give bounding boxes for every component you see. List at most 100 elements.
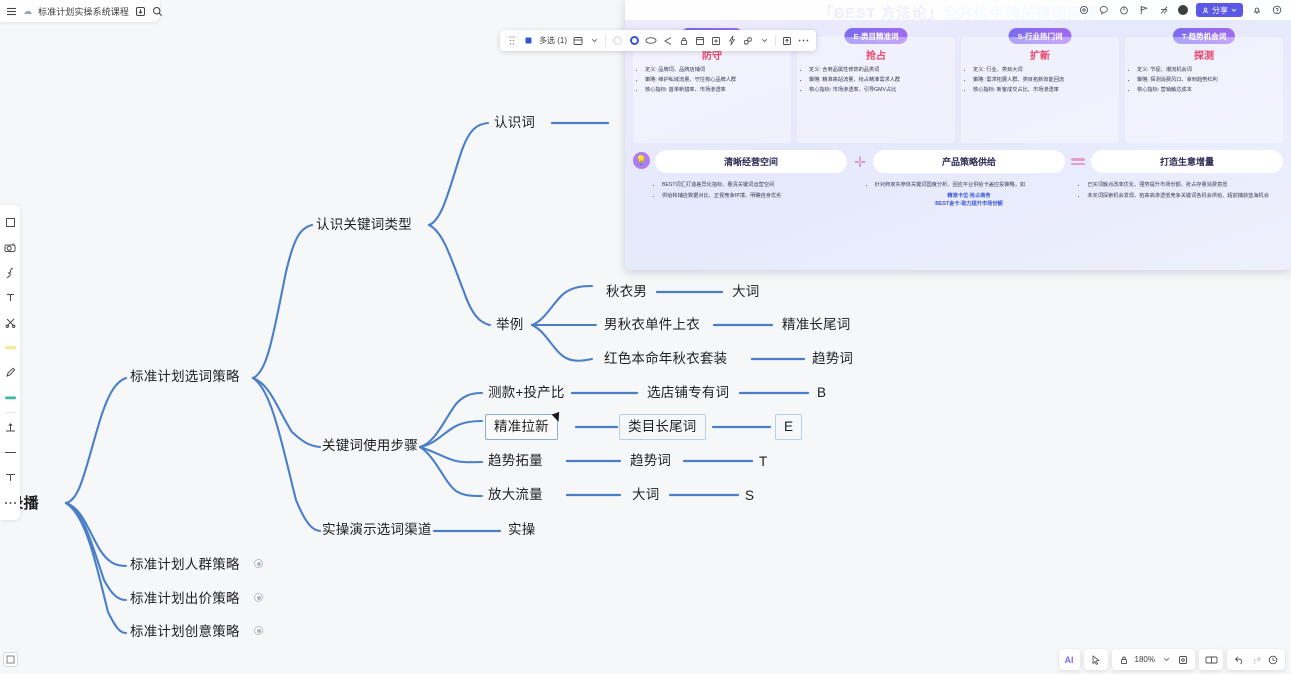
layout-icon[interactable] xyxy=(571,33,585,48)
frame-icon[interactable] xyxy=(693,33,707,48)
node-level5-big-word[interactable]: 大词 xyxy=(732,284,760,299)
multi-select-label[interactable]: 多选 (1) xyxy=(539,36,567,45)
comment-icon[interactable] xyxy=(1097,4,1110,17)
column-pill-2: S-行业热门词 xyxy=(1008,28,1072,44)
timer-icon[interactable] xyxy=(1117,4,1130,17)
shape-rect-icon[interactable] xyxy=(1,210,19,235)
bell-icon[interactable] xyxy=(1250,4,1263,17)
scissors-icon[interactable] xyxy=(1,310,19,335)
zoom-group: 180% xyxy=(1111,649,1195,670)
eraser-icon[interactable] xyxy=(1,385,19,410)
select-icon[interactable] xyxy=(521,33,535,48)
connector-icon[interactable] xyxy=(661,33,675,48)
column-bullets-1: 定义: 含商品属性修饰的品类词 策略: 精准高站流量、抢占精准需求人群 核心指标… xyxy=(802,66,950,94)
ruler-icon[interactable] xyxy=(1,465,19,490)
bullet: 核心指标: 新客成交占比、市场渗透率 xyxy=(973,86,1114,94)
node-level5-T[interactable]: T xyxy=(759,454,768,469)
node-level4-red-set[interactable]: 红色本命年秋衣套装 xyxy=(604,351,728,366)
hamburger-icon[interactable] xyxy=(6,4,17,19)
bottom-block-2: 已买词触点改率优化、强势提升市场份额、抢占存量消费意愿 未买词探索机会发现、拓高… xyxy=(1080,181,1283,208)
node-level1-2[interactable]: 标准计划出价策略 xyxy=(130,591,240,606)
chevron-down-icon[interactable] xyxy=(1159,652,1173,667)
node-level2-1[interactable]: 关键词使用步骤 xyxy=(322,438,418,453)
undo-icon[interactable] xyxy=(1232,652,1246,667)
node-level1-1[interactable]: 标准计划人群策略 xyxy=(130,557,240,572)
collapse-toggle-1[interactable] xyxy=(254,559,263,568)
node-level3-example[interactable]: 举例 xyxy=(496,317,524,332)
text-icon[interactable] xyxy=(1,285,19,310)
more-icon[interactable] xyxy=(1,490,19,515)
node-level2-2[interactable]: 实操演示选词渠道 xyxy=(322,522,432,537)
column-title-1: 抢占 xyxy=(866,51,886,62)
download-icon[interactable] xyxy=(135,4,146,19)
target-icon[interactable] xyxy=(1077,4,1090,17)
lightning-icon[interactable] xyxy=(725,33,739,48)
node-level1-3[interactable]: 标准计划创意策略 xyxy=(130,624,240,639)
toolbar-divider-2 xyxy=(775,35,776,46)
node-level5-trend-word[interactable]: 趋势词 xyxy=(812,351,854,366)
node-level4-trend-word[interactable]: 趋势词 xyxy=(630,453,672,468)
highlighter-icon[interactable] xyxy=(1,335,19,360)
node-level5-S[interactable]: S xyxy=(745,488,755,503)
node-level3-trend-expand[interactable]: 趋势拓量 xyxy=(488,453,543,468)
chevron-down-icon-2[interactable] xyxy=(757,33,771,48)
node-level5-E[interactable]: E xyxy=(775,414,803,440)
node-level4-big-word[interactable]: 大词 xyxy=(632,487,660,502)
node-level4-mens-shirt[interactable]: 男秋衣单件上衣 xyxy=(604,317,700,332)
color-circle-icon[interactable] xyxy=(610,33,625,48)
node-level4-qiuyinan[interactable]: 秋衣男 xyxy=(606,284,648,299)
lock-icon[interactable] xyxy=(677,33,691,48)
search-icon[interactable] xyxy=(152,4,163,19)
node-level1-0[interactable]: 标准计划选词策略 xyxy=(130,369,240,384)
frame-icon[interactable] xyxy=(3,652,18,667)
node-level2-0[interactable]: 认识关键词类型 xyxy=(316,217,412,232)
node-level4-category-longtail[interactable]: 类目长尾词 xyxy=(619,414,706,440)
curve-line-icon[interactable] xyxy=(1,260,19,285)
collapse-toggle-3[interactable] xyxy=(254,626,263,635)
drag-handle-icon[interactable] xyxy=(505,33,519,48)
bullet: 定义: 节促、潮流机会词 xyxy=(1137,66,1278,74)
help-icon[interactable] xyxy=(1270,4,1283,17)
node-level3-precise-acquire[interactable]: 精准拉新 xyxy=(485,414,558,440)
export-icon[interactable] xyxy=(780,33,794,48)
add-frame-icon[interactable] xyxy=(709,33,723,48)
camera-icon[interactable] xyxy=(1,235,19,260)
column-pill-3: T-趋势机会词 xyxy=(1172,28,1236,44)
node-level3-amplify-traffic[interactable]: 放大流量 xyxy=(488,487,543,502)
document-title[interactable]: 标准计划实操系统课程 xyxy=(38,6,130,17)
share-button[interactable]: 分享 xyxy=(1196,3,1243,17)
flag-icon[interactable] xyxy=(1137,4,1150,17)
line-icon[interactable] xyxy=(1,440,19,465)
bottom-link-0: 精准卡位·抢占商务 xyxy=(947,192,991,199)
presentation-icon[interactable] xyxy=(1204,652,1218,667)
bottom-block-0: BEST词汇打造差异化指标、看清关键词运营空间 供给和铺店数据对比、正视竞争环境… xyxy=(655,181,858,208)
node-level3-recognize[interactable]: 认识词 xyxy=(494,115,536,130)
cursor-icon[interactable] xyxy=(1089,652,1103,667)
bullet: 策略: 探测消费风口、拿到趋势红利 xyxy=(1137,76,1278,84)
node-level5-precise-longtail[interactable]: 精准长尾词 xyxy=(782,317,851,332)
pen-icon[interactable] xyxy=(1,360,19,385)
align-icon[interactable] xyxy=(1,415,19,440)
fit-screen-icon[interactable] xyxy=(1176,652,1190,667)
lock-icon[interactable] xyxy=(1117,652,1131,667)
avatar[interactable] xyxy=(1177,4,1189,16)
column-title-2: 扩新 xyxy=(1030,51,1050,62)
node-level3-test-roi[interactable]: 测款+投产比 xyxy=(488,385,565,400)
collapse-toggle-2[interactable] xyxy=(254,593,263,602)
branch-icon[interactable] xyxy=(1157,4,1170,17)
ai-assistant-button[interactable]: AI xyxy=(1058,649,1080,670)
fill-color-icon[interactable] xyxy=(627,33,641,48)
shape-ellipse-icon[interactable] xyxy=(643,33,659,48)
node-level3-practice[interactable]: 实操 xyxy=(508,522,536,537)
link-icon[interactable] xyxy=(741,33,755,48)
zoom-level-value[interactable]: 180% xyxy=(1134,655,1155,664)
history-icon[interactable] xyxy=(1266,652,1280,667)
chevron-down-icon[interactable] xyxy=(587,33,601,48)
bottom-block-1: 针对商家实参体关键词国度分析、回应平台供给卡盖应投策略，如 精准卡位·抢占商务 … xyxy=(868,181,1071,208)
more-icon[interactable] xyxy=(796,33,811,48)
column-bullets-0: 定义: 品牌词、品牌店铺词 策略: 维护私域流量、守住核心品牌人群 核心指标: … xyxy=(638,66,786,94)
node-level5-B[interactable]: B xyxy=(817,385,827,400)
node-level4-shop-exclusive[interactable]: 选店铺专有词 xyxy=(647,385,730,400)
redo-icon[interactable] xyxy=(1249,652,1263,667)
